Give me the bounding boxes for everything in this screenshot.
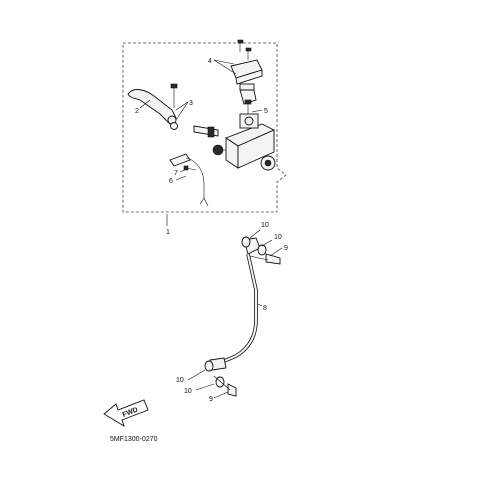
- diagram-code: 5MF1300-0270: [110, 436, 158, 443]
- callout-1: 1: [166, 229, 170, 236]
- cap-screw: [237, 39, 252, 60]
- brake-lever: [127, 89, 177, 125]
- callout-2: 2: [135, 108, 139, 115]
- callout-10-upper-a: 10: [261, 222, 269, 229]
- callout-9-lower: 9: [209, 396, 213, 403]
- lever-pivot-bolt: [244, 99, 252, 114]
- callout-4: 4: [208, 58, 212, 65]
- callout-6: 6: [169, 178, 173, 185]
- brake-light-switch: [169, 153, 209, 207]
- master-cylinder-body: [212, 113, 276, 171]
- callout-10-upper-b: 10: [274, 234, 282, 241]
- assembly-boundary: [122, 42, 287, 213]
- lever-bolt: [170, 83, 178, 130]
- brake-hose: [209, 237, 261, 371]
- callout-9-upper: 9: [284, 245, 288, 252]
- callout-3: 3: [189, 100, 193, 107]
- callout-5: 5: [264, 108, 268, 115]
- callout-10-lower-a: 10: [176, 377, 184, 384]
- callout-7: 7: [174, 170, 178, 177]
- fwd-arrow-icon: FWD: [103, 399, 149, 428]
- union-bolt: [213, 253, 281, 397]
- callout-8: 8: [263, 305, 267, 312]
- leader-lines: [139, 59, 283, 399]
- reservoir-cap: [230, 59, 263, 105]
- callout-10-lower-b: 10: [184, 388, 192, 395]
- push-rod: [193, 125, 219, 138]
